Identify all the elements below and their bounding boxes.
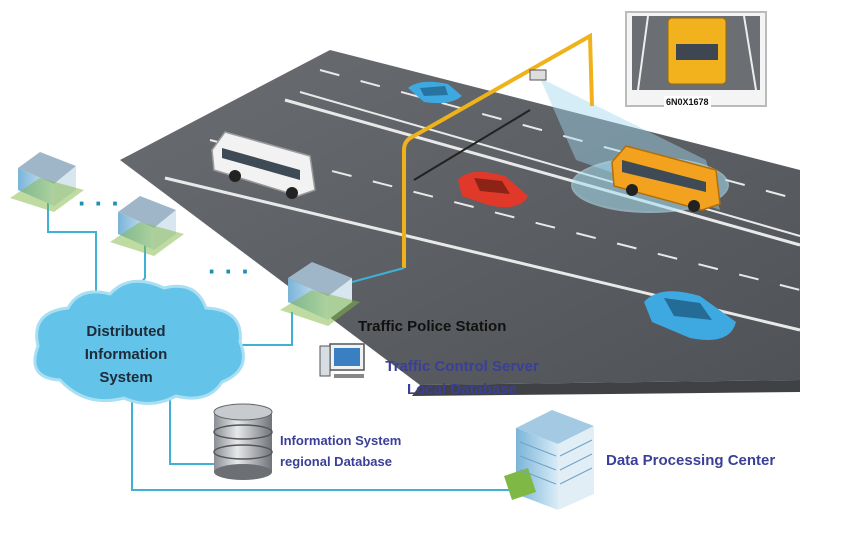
cloud-shape — [33, 279, 245, 405]
server-label-line1: Traffic Control Server — [385, 358, 539, 375]
cloud-label: Distributed Information System — [66, 320, 186, 389]
camera-pole — [402, 32, 594, 268]
network-connections — [47, 190, 514, 491]
office-building-icon — [110, 196, 184, 256]
database-icon — [213, 403, 273, 480]
server-label-line2: Local Database — [406, 381, 518, 398]
infosys-label-line1: Information System — [280, 433, 402, 448]
police-station-label: Traffic Police Station — [358, 318, 507, 335]
data-center-building-icon — [504, 410, 594, 510]
ellipsis-dots: ··· — [208, 256, 258, 286]
cloud-label-line2: Information — [84, 346, 168, 363]
link-station-cloud — [240, 312, 293, 346]
link-database — [169, 400, 216, 465]
yellow-bus — [611, 145, 721, 212]
car-red — [458, 171, 528, 208]
camera-snapshot — [625, 11, 767, 107]
data-center-label: Data Processing Center — [606, 452, 776, 469]
server-label: Traffic Control Server Local Database — [372, 355, 552, 401]
car-blue-bottom — [644, 291, 736, 340]
camera-icon — [529, 69, 547, 81]
link-station-pole — [351, 267, 405, 283]
infosys-db-label: Information System regional Database — [280, 430, 440, 472]
white-bus — [211, 131, 316, 199]
computer-server-icon — [319, 343, 365, 378]
car-blue-top — [408, 81, 462, 104]
cloud-label-line3: System — [99, 369, 153, 386]
road-median-line — [284, 98, 801, 247]
license-plate-label: 6N0X1678 — [664, 96, 711, 108]
road — [120, 50, 801, 396]
office-building-icon — [10, 152, 84, 212]
cloud-label-line1: Distributed — [86, 323, 166, 340]
ellipsis-dots: ··· — [78, 188, 128, 218]
infosys-label-line2: regional Database — [280, 454, 392, 469]
link-building-1 — [47, 190, 97, 300]
office-building-icon — [280, 262, 360, 326]
link-data-center — [131, 400, 514, 491]
